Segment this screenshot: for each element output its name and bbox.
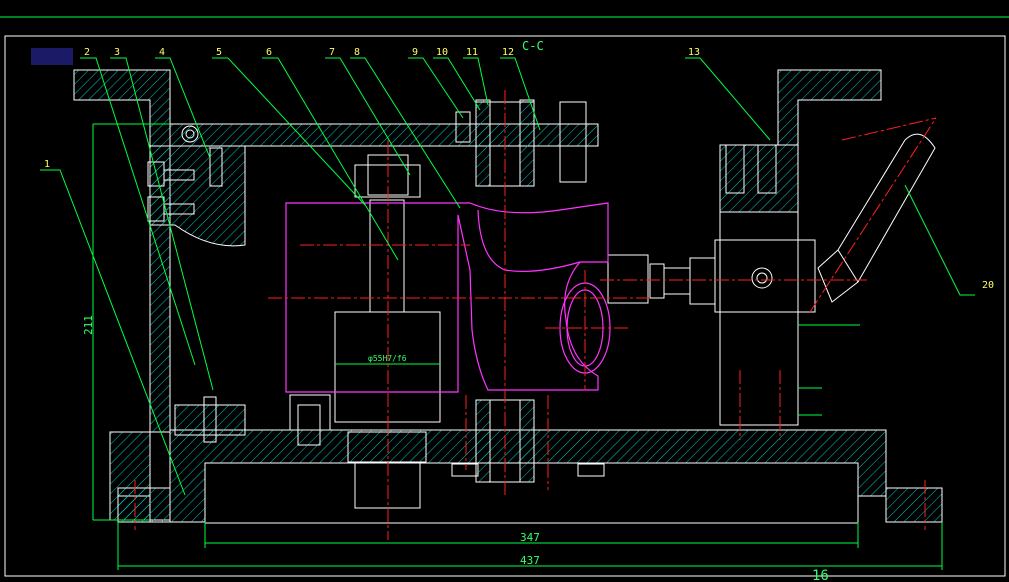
part-number-2: 2 xyxy=(84,47,90,58)
part-number-1: 1 xyxy=(44,159,50,170)
part-number-7: 7 xyxy=(329,47,335,58)
center-lines xyxy=(134,90,937,540)
part-number-20: 20 xyxy=(982,280,994,291)
drawing-frame xyxy=(0,16,1009,577)
part-number-3: 3 xyxy=(114,47,120,58)
dimension-inner-width: 347 xyxy=(520,531,540,544)
part-number-12: 12 xyxy=(502,47,514,58)
part-number-8: 8 xyxy=(354,47,360,58)
fixture-body xyxy=(73,69,943,523)
sheet-number: 16 xyxy=(812,568,829,582)
dimension-fit: φ55H7/f6 xyxy=(368,354,407,363)
title-tag xyxy=(31,48,73,65)
part-labels: 1 2 3 4 5 6 7 8 9 10 11 12 C-C 13 20 xyxy=(44,39,994,291)
part-number-13: 13 xyxy=(688,47,700,58)
part-number-6: 6 xyxy=(266,47,272,58)
part-number-4: 4 xyxy=(159,47,165,58)
part-number-5: 5 xyxy=(216,47,222,58)
part-number-11: 11 xyxy=(466,47,478,58)
part-number-10: 10 xyxy=(436,47,448,58)
part-number-9: 9 xyxy=(412,47,418,58)
section-label: C-C xyxy=(522,39,544,53)
dimension-overall-width: 437 xyxy=(520,554,540,567)
dimension-lines xyxy=(40,57,975,570)
dimension-labels: 211 347 437 φ55H7/f6 16 xyxy=(82,315,829,582)
dimension-height: 211 xyxy=(82,315,95,335)
